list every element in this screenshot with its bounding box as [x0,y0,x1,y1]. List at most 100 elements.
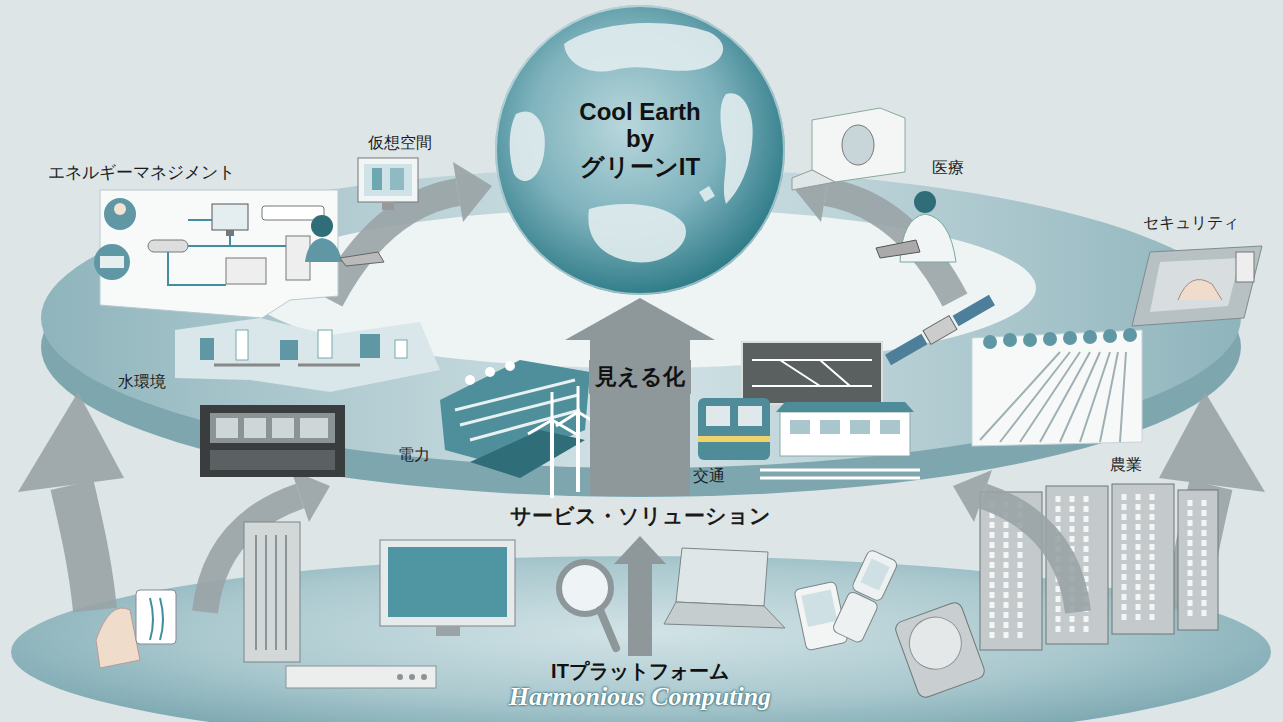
control-room-photo [244,418,266,438]
farm-field [972,328,1142,446]
flow-arrow [1159,392,1265,492]
energy-management-panel [114,203,126,215]
water-environment-city [175,318,440,392]
control-room-photo [210,450,335,470]
fingerprint-scanner [1150,258,1240,312]
farm-field [1123,328,1137,342]
power-plant [485,367,495,377]
farm-field [980,352,1126,442]
domain-label: エネルギーマネジメント [48,163,235,183]
wind-turbine [528,386,598,434]
domain-label: 仮想空間 [368,133,432,152]
control-room-photo [216,418,238,438]
farm-field [1023,333,1037,347]
wind-turbine [528,386,598,500]
magnifier [559,562,616,648]
energy-management-panel [104,198,136,230]
globe-shape [495,5,785,295]
water-environment-city [318,330,332,358]
mri-scanner [812,108,905,182]
station [880,420,900,434]
water-environment-city [200,338,214,360]
television [380,540,515,626]
laptop [664,602,785,628]
continent-shape [699,186,715,202]
upward-arrow [614,536,666,656]
farm-field [1043,332,1057,346]
virtual-space-figure [390,168,404,190]
energy-management-panel [100,256,124,268]
station [760,402,920,478]
magnifier [600,610,616,648]
farm-field [1083,330,1097,344]
virtual-space-figure [311,215,333,237]
station [850,420,870,434]
mri-scanner [842,125,874,165]
globe-title: Cool Earth by グリーンIT [565,98,715,181]
energy-management-panel [226,258,266,284]
server-tower [244,522,300,662]
arrow-shaft [628,563,652,656]
power-plant [505,361,515,371]
mri-scanner [792,108,905,190]
globe-shape [496,6,784,294]
mobile-phone [861,559,890,591]
power-plant [470,430,585,478]
railway-signal-board [742,342,882,404]
domain-label: 水環境 [118,372,166,391]
doctor-at-laptop [876,240,920,258]
train [698,398,770,460]
energy-management-panel [100,190,338,318]
virtual-space-figure [340,252,384,266]
laptop [664,548,785,628]
visualization-arrow [565,298,715,496]
virtual-space-figure [382,202,394,210]
mobile-phone [832,590,880,643]
farm-field [1063,331,1077,345]
control-room-photo [272,418,294,438]
service-layer-band: サービス・ソリューション [496,498,785,534]
energy-management-panel [212,204,248,230]
television [380,540,515,636]
farm-field [972,330,1142,446]
energy-management-panel [226,230,234,236]
virtual-space-figure [358,158,418,202]
water-environment-city [175,318,440,392]
arrow-shaft [590,339,690,496]
satellite [923,316,957,345]
control-room-photo [200,405,345,477]
control-room-photo [300,418,328,438]
server-rack [1178,490,1218,630]
water-environment-city [395,340,407,358]
dvd-recorder [397,674,403,680]
fingerprint-scanner [1132,246,1262,326]
dvd-recorder [421,674,427,680]
train [698,436,770,442]
dvd-recorder [409,674,415,680]
flow-arrow [291,470,330,522]
hard-disk [893,600,986,699]
dvd-recorder [286,666,436,688]
farm-field [983,335,997,349]
energy-management-panel [148,240,188,252]
farm-field [1003,333,1017,347]
flow-arrow [330,192,458,300]
continent-shape [721,93,753,204]
power-plant [465,375,475,385]
flow-arrow [72,485,95,610]
domain-label: 電力 [398,445,430,464]
globe-circle: Cool Earth by グリーンIT [494,4,786,296]
vein-auth-card [136,590,176,644]
satellite [885,334,927,365]
domain-label: 農業 [1110,455,1142,474]
water-environment-city [280,340,298,360]
server-rack [1112,484,1174,634]
virtual-space-figure [305,238,342,262]
magnifier [559,562,611,614]
station [790,420,810,434]
fingerprint-scanner [1178,280,1222,300]
flow-arrow [18,392,124,492]
domain-label: 医療 [932,158,964,177]
station [760,470,920,478]
virtual-space-figure [372,168,382,190]
